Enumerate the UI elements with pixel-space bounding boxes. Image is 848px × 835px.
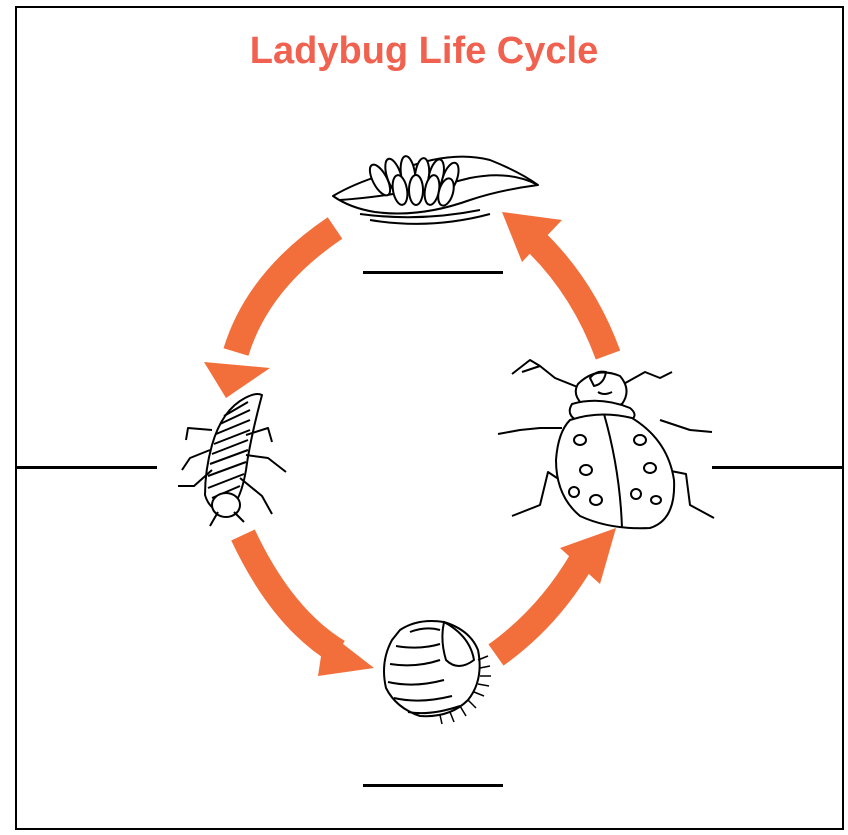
arrow-larva-to-pupa [243,535,374,676]
larva-illustration [178,394,286,526]
adult-ladybug-illustration [498,360,714,528]
arrow-eggs-to-larva [204,228,335,398]
arrow-pupa-to-adult [496,528,616,655]
arrow-adult-to-eggs [502,212,608,355]
pupa-illustration [384,621,491,724]
cycle-arrows [204,212,616,676]
